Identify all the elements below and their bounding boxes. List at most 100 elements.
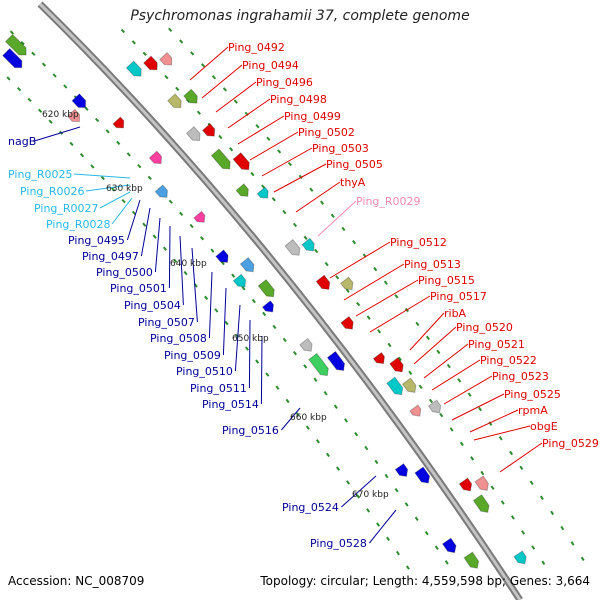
leader-line [343, 263, 405, 301]
tick-mark [116, 140, 121, 146]
tick-mark [199, 236, 205, 241]
gene-label: Ping_0516 [222, 424, 279, 437]
leader-line [260, 335, 263, 405]
leader-line [140, 207, 151, 257]
gene-feature [463, 551, 480, 569]
gene-feature [284, 238, 301, 256]
tick-mark [376, 522, 381, 527]
gene-feature [315, 274, 331, 290]
tick-mark [500, 500, 505, 505]
gene-label: ribA [444, 307, 467, 320]
gene-feature [474, 475, 489, 491]
tick-mark [214, 308, 219, 313]
gene-feature [386, 376, 404, 396]
gene-feature [232, 273, 247, 288]
tick-mark [467, 392, 472, 397]
tick-mark [309, 187, 314, 192]
leader-line [248, 319, 251, 389]
leader-line [317, 200, 357, 237]
tick-mark [261, 184, 266, 189]
tick-mark [446, 363, 451, 369]
tick-mark [336, 466, 341, 471]
gene-feature [308, 352, 329, 377]
leader-line [431, 359, 481, 391]
leader-line [168, 225, 171, 289]
leader-line [111, 197, 133, 225]
gene-feature [458, 477, 473, 492]
tick-mark [175, 86, 180, 92]
tick-mark [241, 286, 246, 291]
tick-mark [142, 51, 147, 56]
tick-mark [352, 240, 357, 245]
gene-feature [143, 55, 158, 71]
tick-mark [79, 152, 85, 158]
tick-mark [95, 117, 100, 123]
tick-mark [271, 197, 276, 202]
gene-feature [513, 550, 527, 565]
gene-feature [299, 337, 313, 352]
gene-feature [4, 33, 27, 56]
leader-line [85, 184, 131, 192]
gene-feature [235, 183, 249, 197]
tick-mark [164, 74, 169, 80]
gene-feature [339, 276, 354, 291]
leader-line [191, 247, 198, 323]
tick-mark [285, 398, 290, 404]
gene-feature [394, 463, 409, 477]
leader-line [329, 241, 391, 279]
leader-line [234, 304, 241, 372]
tick-mark [303, 235, 308, 241]
tick-mark [510, 515, 515, 520]
tick-mark [521, 530, 526, 535]
leader-line [369, 509, 397, 544]
leader-line [179, 235, 184, 306]
gene-label: Ping_0502 [298, 126, 355, 139]
tick-mark [570, 541, 575, 546]
tick-mark [323, 391, 328, 396]
gene-feature [441, 537, 457, 554]
tick-mark [541, 560, 546, 565]
gene-feature [301, 237, 315, 252]
leader-line [295, 181, 341, 213]
tick-mark [377, 329, 382, 334]
gene-feature [414, 466, 431, 484]
leader-line [215, 81, 257, 113]
tick-mark [211, 75, 217, 80]
leader-line [261, 147, 313, 177]
gene-label: Ping_0500 [96, 266, 153, 279]
leader-line [281, 407, 301, 431]
gene-feature [257, 278, 275, 298]
tick-mark [282, 337, 287, 343]
leader-line [451, 393, 505, 421]
tick-mark [255, 359, 260, 364]
tick-mark [436, 349, 441, 355]
gene-label: Ping_0512 [390, 236, 447, 249]
tick-mark [189, 223, 194, 229]
gene-label: Ping_0509 [164, 349, 221, 362]
tick-mark [262, 311, 267, 317]
gene-labels: nagBPing_R0025Ping_R0026Ping_R0027Ping_R… [8, 41, 599, 550]
backbone-line [38, 2, 522, 600]
tick-mark [282, 209, 287, 215]
leader-line [413, 326, 457, 365]
gene-feature [232, 152, 250, 171]
tick-mark [498, 436, 503, 441]
gene-feature [409, 404, 422, 417]
tick-mark [531, 545, 536, 550]
tick-mark [126, 152, 131, 157]
tick-mark [490, 485, 495, 490]
gene-label: thyA [340, 176, 366, 189]
tick-mark [580, 556, 585, 562]
tick-mark [244, 346, 250, 351]
gene-label: Ping_0511 [190, 382, 247, 395]
gene-feature [340, 315, 354, 330]
gene-label: Ping_R0025 [8, 168, 73, 181]
leader-line [409, 312, 445, 351]
gene-feature [256, 186, 269, 199]
gene-label: Ping_0523 [492, 370, 549, 383]
tick-mark [152, 234, 157, 239]
map-title: Psychromonas ingrahamii 37, complete gen… [130, 8, 470, 24]
tick-mark [168, 27, 173, 32]
